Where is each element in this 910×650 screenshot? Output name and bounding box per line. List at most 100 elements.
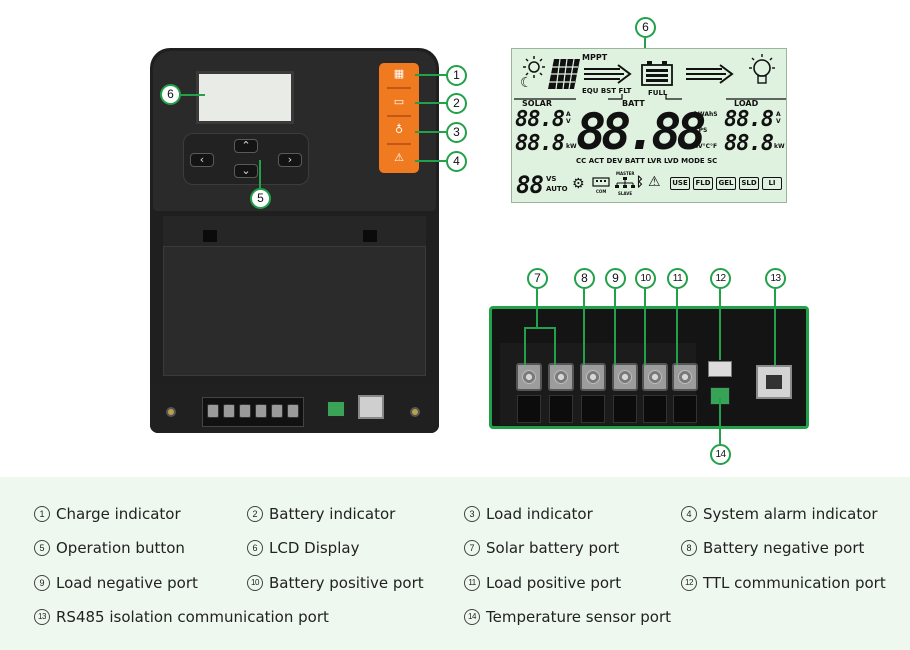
terminal-divider xyxy=(517,395,541,423)
terminal-screw xyxy=(271,404,283,418)
device-front-panel: ‹ ⌃ ⌄ › ▦ ▭ ♁ ⚠ xyxy=(153,51,436,211)
callout-alarm-indicator: 4 xyxy=(446,151,467,172)
legend-text: TTL communication port xyxy=(703,574,886,592)
arrow-right-icon xyxy=(686,64,734,84)
solar-port-screw xyxy=(516,363,542,391)
legend-number: 3 xyxy=(464,506,480,522)
legend-number: 9 xyxy=(34,575,50,591)
callout-battery-positive: 10 xyxy=(635,268,656,289)
lcd-kwahs: kWAhS xyxy=(694,111,718,118)
lcd-solar-value-2: 88.8 xyxy=(515,131,565,156)
callout-rs485-port: 13 xyxy=(765,268,786,289)
battery-type-gel: GEL xyxy=(716,177,736,190)
load-negative-screw xyxy=(612,363,638,391)
terminal-divider xyxy=(581,395,605,423)
legend-number: 10 xyxy=(247,575,263,591)
battery-icon: ▭ xyxy=(393,95,405,108)
legend-text: Solar battery port xyxy=(486,539,620,557)
terminal-divider xyxy=(643,395,667,423)
lcd-mppt: MPPT xyxy=(582,53,608,62)
legend-item: 9 Load negative port xyxy=(34,573,198,593)
lcd-auto: AUTO xyxy=(546,185,568,193)
up-button[interactable]: ⌃ xyxy=(234,139,258,153)
lcd-mode-value: 88 xyxy=(516,171,544,199)
terminal-screw xyxy=(239,404,251,418)
bluetooth-icon: ᛒ xyxy=(636,175,644,190)
solar-panel-icon xyxy=(548,58,580,90)
battery-icon xyxy=(641,61,673,86)
callout-charge-indicator: 1 xyxy=(446,65,467,86)
legend-item: 6 LCD Display xyxy=(247,538,359,558)
load-positive-screw xyxy=(672,363,698,391)
gear-icon: ⚙ xyxy=(572,176,585,192)
legend-item: 12 TTL communication port xyxy=(681,573,886,593)
legend-panel: 1 Charge indicator 2 Battery indicator 3… xyxy=(0,477,910,650)
legend-number: 12 xyxy=(681,575,697,591)
device-lcd-screen xyxy=(196,71,294,124)
legend-number: 8 xyxy=(681,540,697,556)
terminal-block xyxy=(202,397,304,427)
network-icon xyxy=(615,177,635,188)
terminal-block-detail xyxy=(500,343,698,425)
legend-item: 4 System alarm indicator xyxy=(681,504,878,524)
lcd-batt-label: BATT xyxy=(622,99,645,108)
battery-type-sld: SLD xyxy=(739,177,759,190)
right-button[interactable]: › xyxy=(278,153,302,167)
legend-number: 4 xyxy=(681,506,697,522)
callout-ttl-port: 12 xyxy=(710,268,731,289)
legend-number: 1 xyxy=(34,506,50,522)
legend-text: Battery indicator xyxy=(269,505,396,523)
lcd-solar-kw: kW xyxy=(566,143,577,150)
indicator-panel: ▦ ▭ ♁ ⚠ xyxy=(379,63,419,173)
legend-item: 5 Operation button xyxy=(34,538,185,558)
bulb-icon: ♁ xyxy=(394,123,404,136)
callout-solar-port: 7 xyxy=(527,268,548,289)
left-button[interactable]: ‹ xyxy=(190,153,214,167)
vent-slot xyxy=(203,230,217,242)
legend-item: 1 Charge indicator xyxy=(34,504,181,524)
lcd-units-pct-v-c-f: %V°C°F xyxy=(692,143,718,150)
down-button[interactable]: ⌄ xyxy=(234,164,258,178)
lcd-load-kw: kW xyxy=(774,143,785,150)
temperature-sensor-connector xyxy=(327,401,345,417)
legend-text: RS485 isolation communication port xyxy=(56,608,329,626)
lcd-charge-modes: EQU BST FLT xyxy=(582,87,632,95)
lcd-load-value-2: 88.8 xyxy=(724,131,774,156)
legend-text: Load indicator xyxy=(486,505,593,523)
callout-load-positive: 11 xyxy=(667,268,688,289)
lcd-load-units: A V xyxy=(776,111,781,125)
legend-item: 11 Load positive port xyxy=(464,573,621,593)
lcd-kps: KPS xyxy=(694,127,708,134)
battery-negative-screw xyxy=(580,363,606,391)
legend-item: 7 Solar battery port xyxy=(464,538,619,558)
legend-number: 7 xyxy=(464,540,480,556)
legend-text: Charge indicator xyxy=(56,505,181,523)
lcd-full: FULL xyxy=(648,89,668,97)
lcd-com: COM xyxy=(596,189,607,194)
legend-item: 10 Battery positive port xyxy=(247,573,424,593)
legend-text: Temperature sensor port xyxy=(486,608,672,626)
terminal-cover xyxy=(163,246,426,376)
callout-lcd-detail: 6 xyxy=(635,17,656,38)
lcd-slave: SLAVE xyxy=(618,191,633,196)
warning-icon: ⚠ xyxy=(648,174,661,190)
device-terminal-base xyxy=(150,383,439,433)
sun-icon xyxy=(523,56,545,78)
legend-text: Battery negative port xyxy=(703,539,865,557)
bulb-icon xyxy=(749,54,775,84)
terminal-screw xyxy=(223,404,235,418)
lcd-display-detail: ☾ MPPT EQU BST FLT FULL xyxy=(511,48,787,203)
legend-text: LCD Display xyxy=(269,539,360,557)
legend-number: 6 xyxy=(247,540,263,556)
terminal-detail-photo xyxy=(489,306,809,429)
legend-text: Load negative port xyxy=(56,574,198,592)
legend-item: 13 RS485 isolation communication port xyxy=(34,607,329,627)
solar-port-screw xyxy=(548,363,574,391)
legend-text: Operation button xyxy=(56,539,185,557)
lcd-vs: VS xyxy=(546,175,557,183)
legend-number: 14 xyxy=(464,609,480,625)
legend-number: 11 xyxy=(464,575,480,591)
lcd-solar-label: SOLAR xyxy=(522,99,553,108)
lcd-load-value-1: 88.8 xyxy=(724,107,774,132)
battery-indicator-light xyxy=(387,115,411,117)
